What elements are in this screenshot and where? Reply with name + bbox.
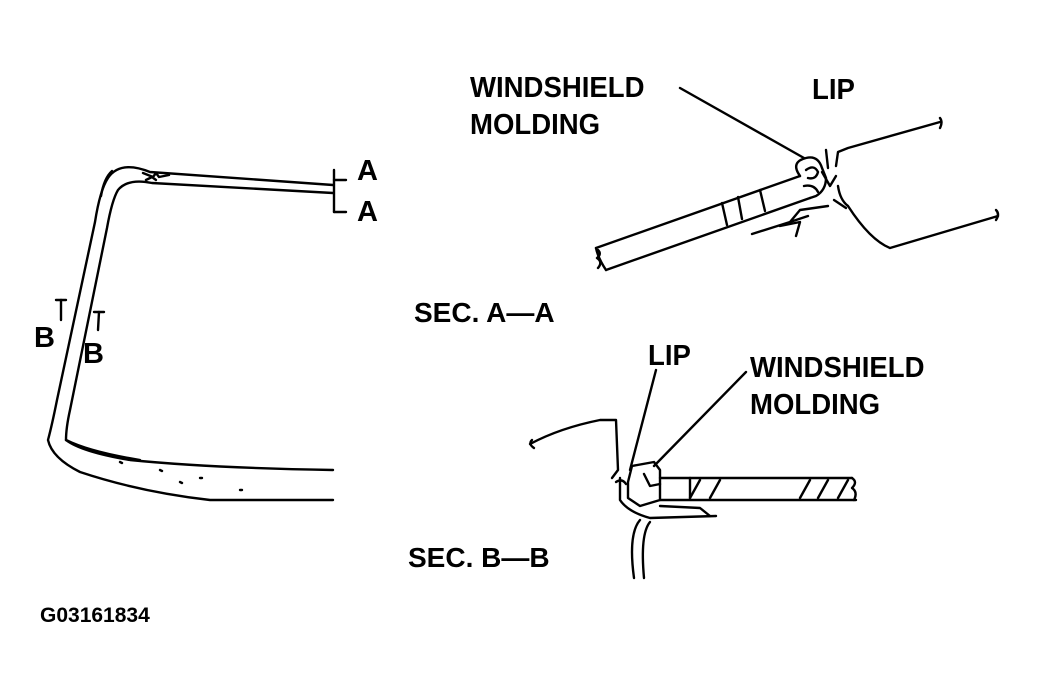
lip-label-b: LIP: [648, 340, 691, 372]
cut-label-b-right: B: [83, 338, 104, 370]
lip-label-a: LIP: [812, 74, 855, 106]
section-b-detail: [528, 418, 858, 580]
section-b-title: SEC. B—B: [408, 542, 550, 573]
cut-label-a-lower: A: [357, 196, 378, 228]
cut-label-b-left: B: [34, 322, 55, 354]
leader-molding-a: [678, 86, 806, 160]
section-a-detail: [594, 116, 1000, 272]
cut-label-a-upper: A: [357, 155, 378, 187]
section-a-marker: [332, 168, 348, 214]
molding-label-b: MOLDING: [750, 389, 881, 421]
section-b-marker: [54, 298, 106, 332]
figure-code: G03161834: [40, 604, 150, 627]
section-a-title: SEC. A—A: [414, 297, 555, 328]
windshield-label-a: WINDSHIELD: [470, 72, 645, 104]
windshield-outline: [46, 166, 335, 502]
leader-lip-b: [628, 368, 658, 472]
windshield-label-b: WINDSHIELD: [750, 352, 925, 384]
molding-label-a: MOLDING: [470, 109, 601, 141]
leader-molding-b: [652, 370, 748, 468]
